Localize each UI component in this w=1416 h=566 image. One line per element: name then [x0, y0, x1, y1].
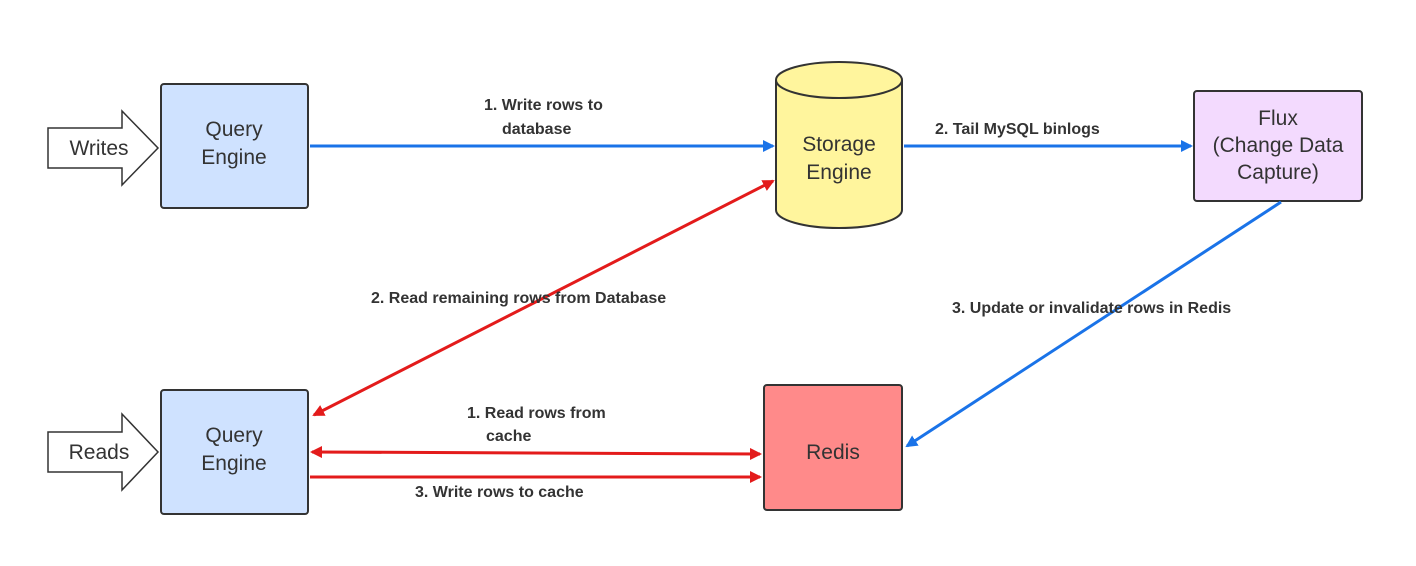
edge-read-cache — [310, 446, 762, 460]
storage-engine-line1: Storage — [802, 133, 876, 156]
flux-line2: (Change Data — [1213, 134, 1344, 157]
writes-input-arrow: Writes — [47, 109, 160, 187]
edge-label-tail-binlogs: 2. Tail MySQL binlogs — [935, 121, 1100, 138]
edge-label-update-redis: 3. Update or invalidate rows in Redis — [952, 300, 1231, 317]
writes-label: Writes — [69, 137, 128, 160]
flux-line1: Flux — [1258, 107, 1298, 130]
query-engine-bottom-node: Query Engine — [160, 389, 309, 515]
flux-line3: Capture) — [1237, 161, 1319, 184]
storage-engine-node: Storage Engine — [775, 61, 903, 229]
query-engine-top-line1: Query — [205, 118, 263, 141]
flux-node: Flux (Change Data Capture) — [1193, 90, 1363, 202]
edge-update-redis — [905, 200, 1282, 448]
edge-label-read-cache-line1: 1. Read rows from — [467, 405, 606, 422]
redis-node: Redis — [763, 384, 903, 511]
edge-read-remaining — [312, 179, 775, 417]
reads-input-arrow: Reads — [47, 412, 160, 492]
query-engine-bottom-line2: Engine — [201, 452, 266, 475]
storage-engine-line2: Engine — [806, 161, 871, 184]
query-engine-bottom-line1: Query — [205, 424, 263, 447]
redis-label: Redis — [806, 441, 860, 464]
edge-label-read-cache-line2: cache — [486, 428, 531, 445]
edge-label-write-rows-line1: 1. Write rows to — [484, 97, 603, 114]
query-engine-top-line2: Engine — [201, 146, 266, 169]
query-engine-top-node: Query Engine — [160, 83, 309, 209]
edge-label-read-remaining: 2. Read remaining rows from Database — [371, 290, 666, 307]
reads-label: Reads — [69, 441, 130, 464]
edge-label-write-cache: 3. Write rows to cache — [415, 484, 584, 501]
edge-label-write-rows-line2: database — [502, 121, 571, 138]
